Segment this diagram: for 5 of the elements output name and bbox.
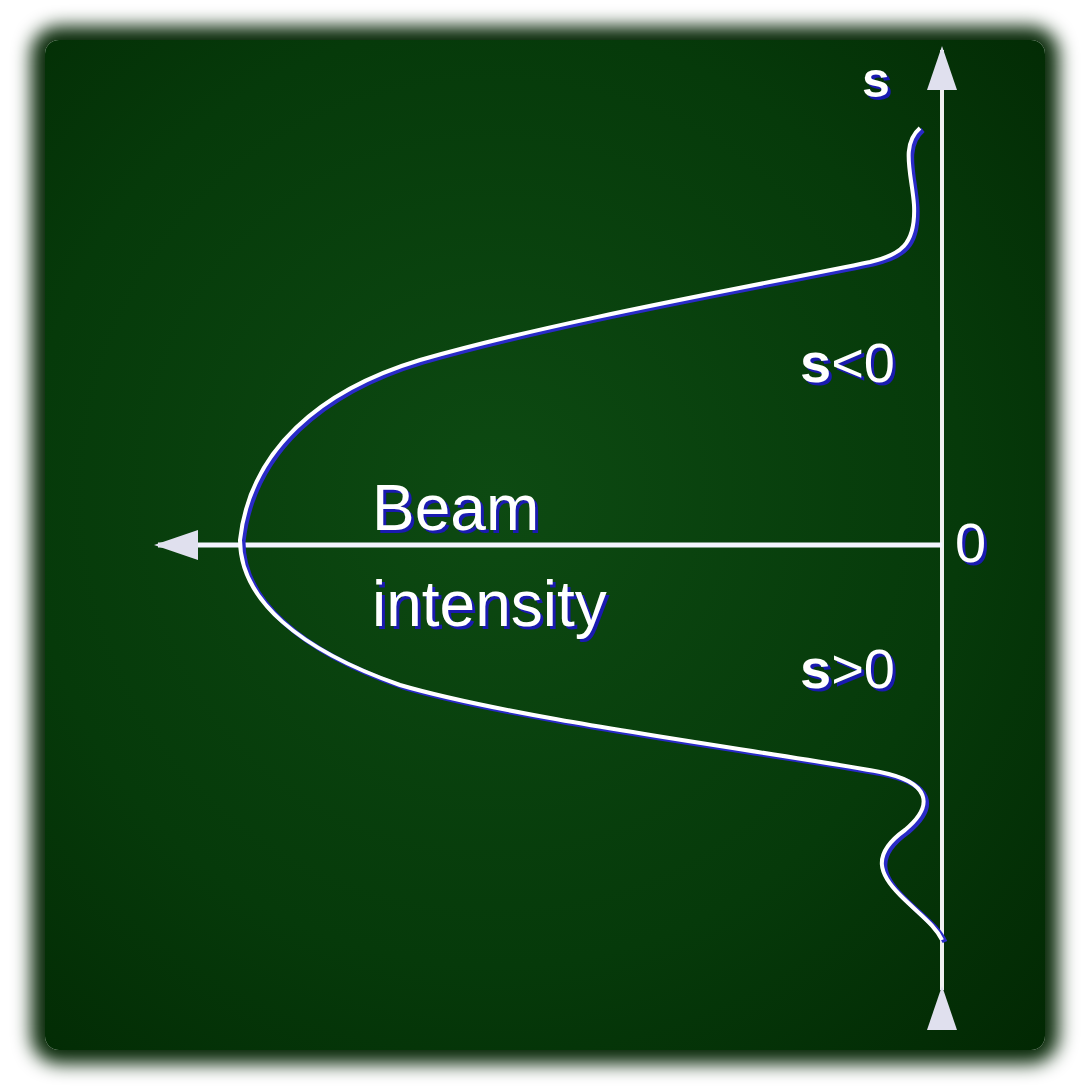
axis-label: s<0: [800, 332, 895, 394]
axis-label: Beam intensity: [372, 471, 608, 642]
axis-label: s: [862, 52, 890, 108]
axis-label: s>0: [800, 638, 895, 700]
axis-label: 0: [955, 512, 987, 574]
